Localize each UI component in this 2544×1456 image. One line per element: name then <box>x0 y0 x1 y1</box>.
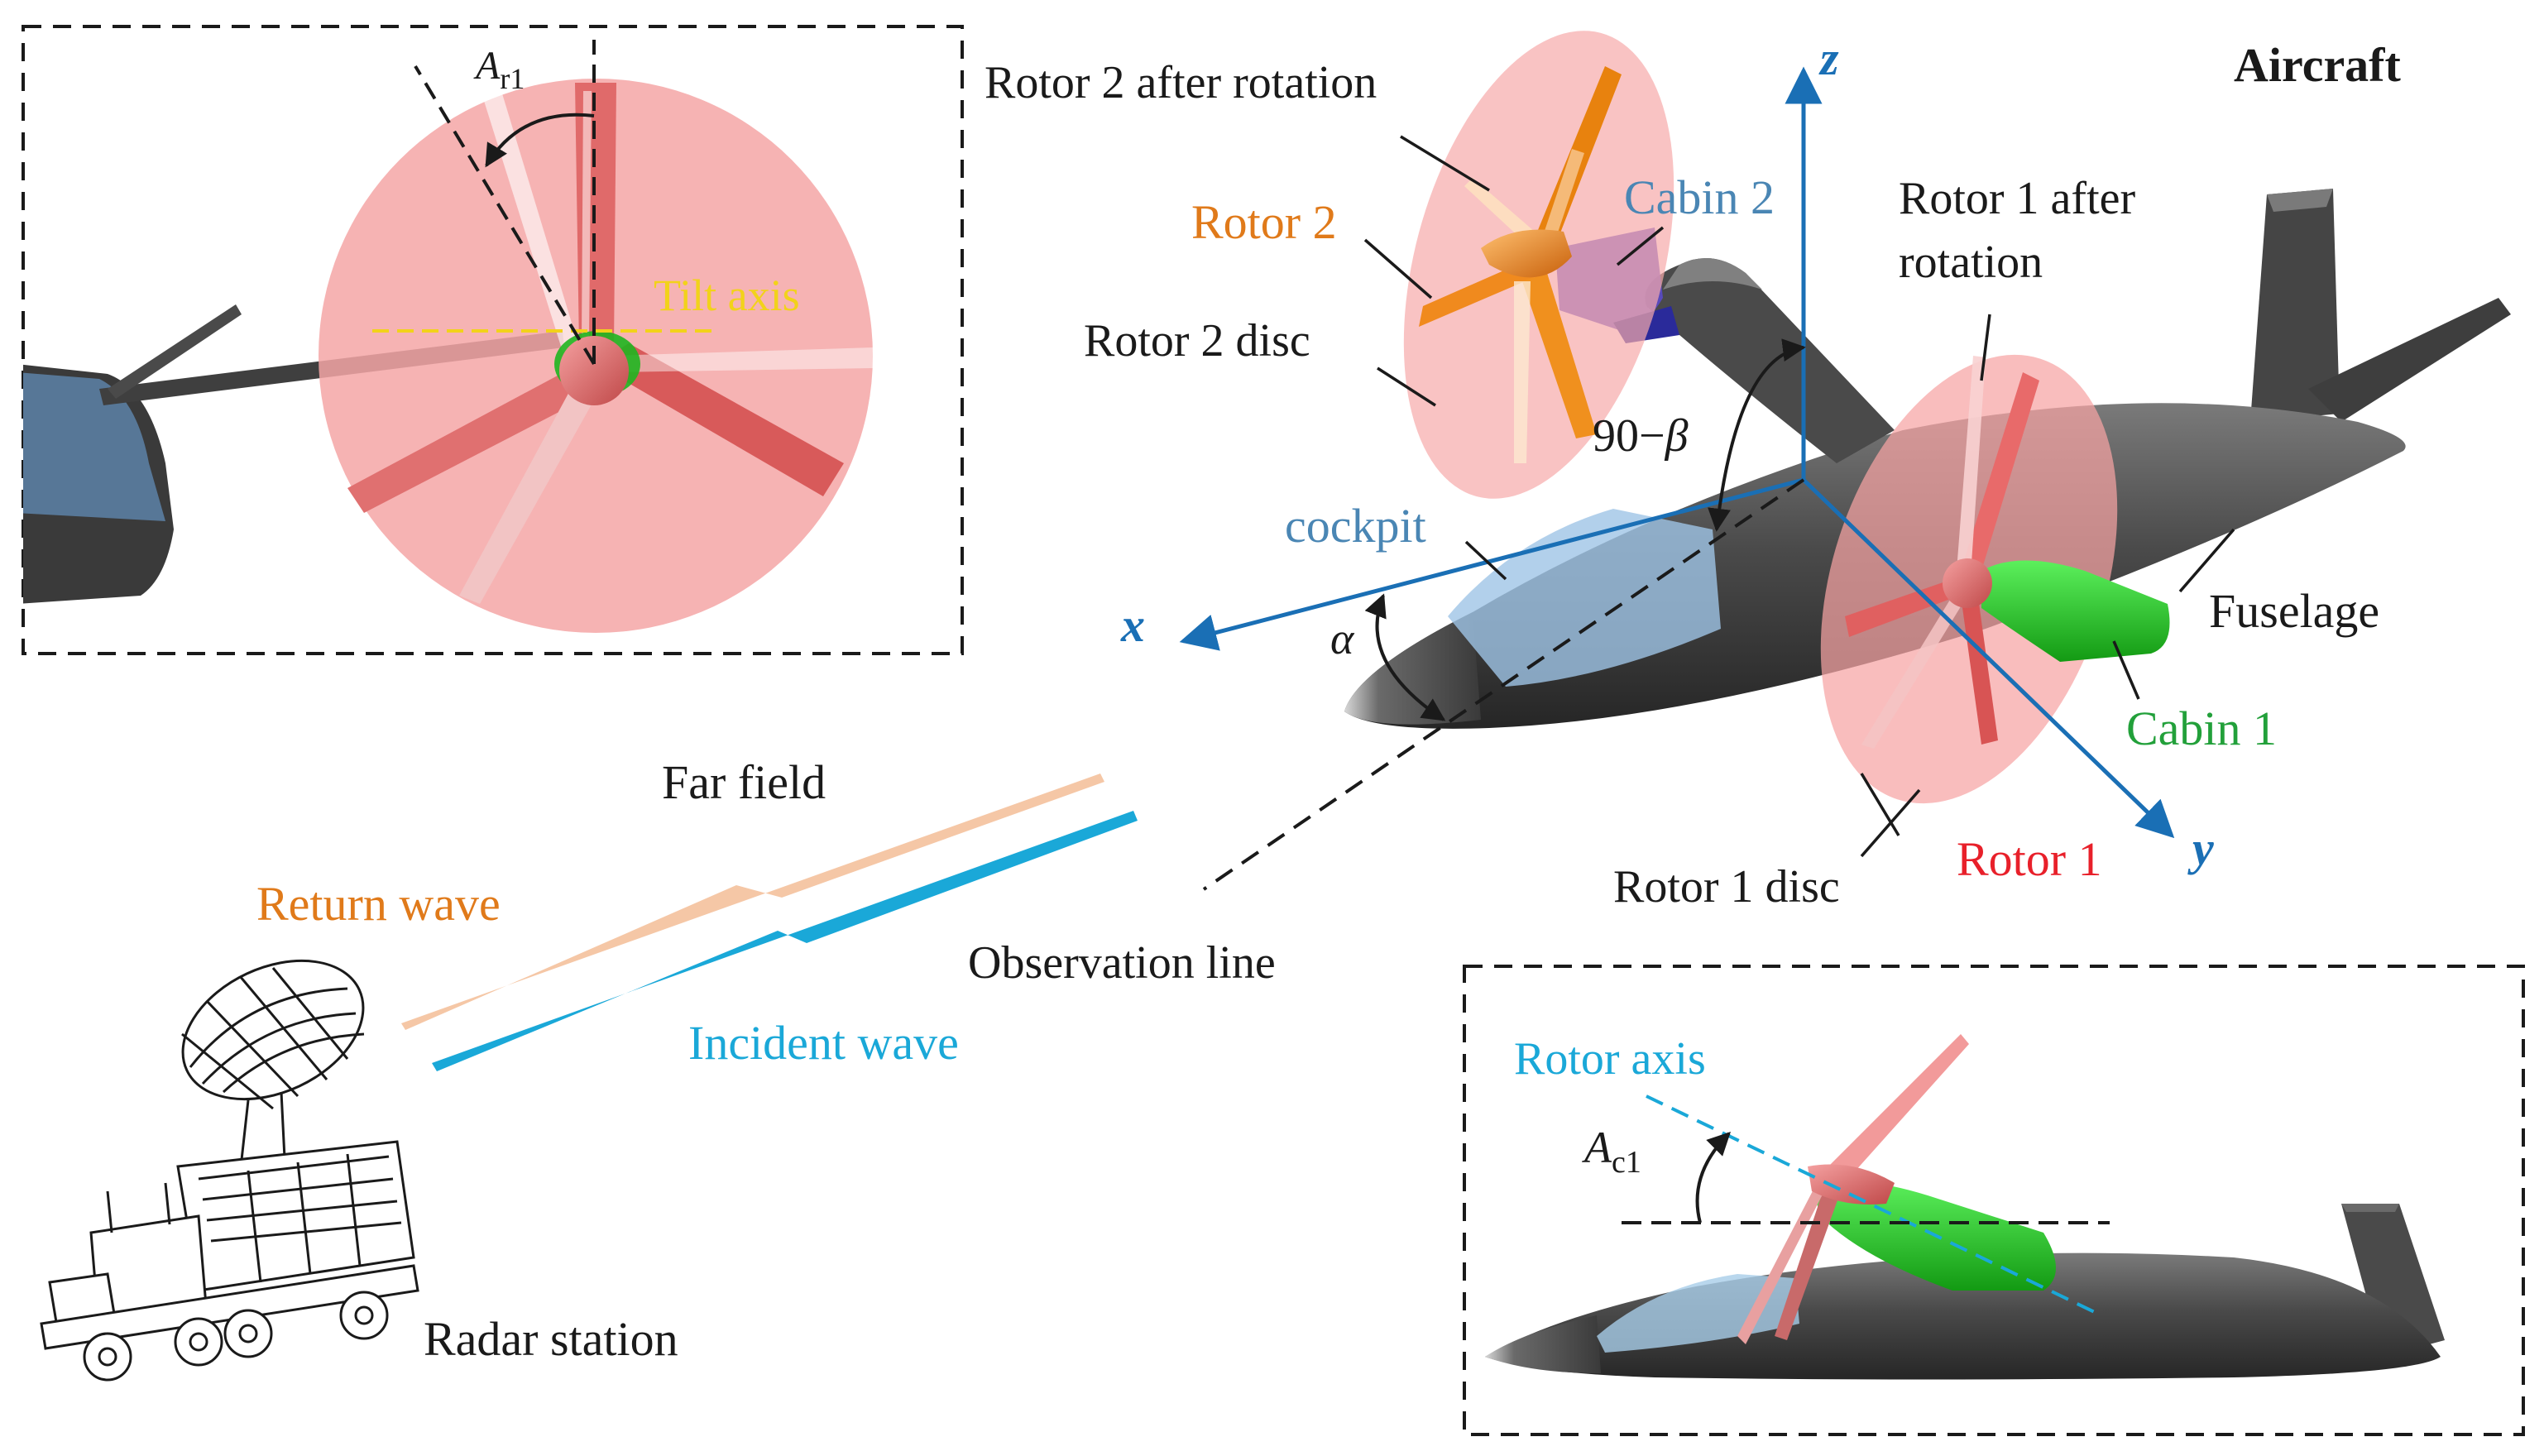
angle-alpha-arc <box>1364 593 1446 721</box>
side-blade-up <box>1820 1034 1969 1187</box>
rotor2-blade-down <box>1522 273 1597 438</box>
rotor-axis-label: Rotor axis <box>1514 1033 1706 1085</box>
rotor1-blade-ghost-down <box>1861 596 1965 749</box>
cabin2-label: Cabin 2 <box>1624 170 1775 224</box>
rotor-side-view-inset: Ac1 Rotor axis <box>1463 965 2525 1436</box>
rotor2-blade-ghost1 <box>1464 178 1535 240</box>
rotor1-blade-up <box>1961 372 2039 579</box>
inset-blade-ghost-right <box>612 347 873 372</box>
fuselage-label: Fuselage <box>2209 584 2379 638</box>
cabin-1 <box>1981 560 2170 662</box>
rotor1-disc-label: Rotor 1 disc <box>1613 861 1840 912</box>
observation-line <box>1202 478 1805 891</box>
alpha-label: α <box>1330 614 1355 663</box>
rotor2-hub <box>1481 229 1572 278</box>
rotor1-label: Rotor 1 <box>1957 832 2102 886</box>
rotor1-blade-down <box>1961 592 1998 745</box>
cabin1-label: Cabin 1 <box>2126 702 2277 755</box>
rotor1-blade-left <box>1845 579 1959 637</box>
radar-station-icon <box>40 959 419 1382</box>
inset-angle-arc <box>485 113 595 168</box>
incident-wave-label: Incident wave <box>688 1016 959 1070</box>
cone-angle-arc <box>1695 1132 1731 1224</box>
main-aircraft <box>1179 31 2511 891</box>
rotor2-blade-left <box>1419 261 1535 327</box>
tail-plane <box>2308 298 2511 422</box>
rotor1-after-rotation-label-line2: rotation <box>1899 237 2043 288</box>
side-blade-down <box>1775 1187 1841 1340</box>
return-wave-label: Return wave <box>256 877 501 931</box>
observation-line-label: Observation line <box>968 937 1276 989</box>
incident-wave <box>432 811 1138 1071</box>
side-tail-fin <box>2341 1204 2445 1357</box>
angle-90-beta-arc <box>1708 338 1806 532</box>
axis-y-label: y <box>2187 821 2214 875</box>
angle-90-beta-label: 90−β <box>1593 410 1689 462</box>
labels: Aircraft Rotor 2 after rotation Rotor 2 … <box>256 31 2401 1366</box>
tilt-axis-label: Tilt axis <box>654 271 800 320</box>
inset-blade-down <box>459 389 596 604</box>
side-spinner <box>1808 1164 1895 1205</box>
cockpit-label: cockpit <box>1285 499 1426 553</box>
rotor-top-view-inset: Ar1 Tilt axis <box>22 25 964 655</box>
cockpit-canopy <box>1448 509 1721 687</box>
axis-x-label: x <box>1120 598 1145 652</box>
rotor2-blade-ghost2 <box>1539 149 1584 252</box>
radar-waves <box>401 774 1138 1071</box>
tail-fin <box>2250 189 2340 422</box>
side-blade-left <box>1737 1185 1824 1344</box>
radar-station-label: Radar station <box>424 1312 678 1366</box>
inset-hub <box>559 336 629 405</box>
axis-z-label: z <box>1818 31 1839 85</box>
y-axis <box>1802 478 2175 839</box>
return-wave <box>401 774 1104 1030</box>
cone-angle-label: Ac1 <box>1582 1123 1641 1180</box>
title-aircraft: Aircraft <box>2234 38 2401 92</box>
inset-blade-left <box>347 364 596 513</box>
rotor2-after-rotation-label: Rotor 2 after rotation <box>985 57 1377 108</box>
rotor2-disc-label: Rotor 2 disc <box>1084 315 1310 366</box>
rotor1-after-rotation-label-line1: Rotor 1 after <box>1899 173 2135 224</box>
rotor1-hub <box>1943 558 1992 608</box>
rotor2-label: Rotor 2 <box>1191 195 1337 249</box>
x-axis <box>1179 477 1804 651</box>
rotor2-blade-ghost3 <box>1514 281 1531 463</box>
inset-blade-right <box>596 343 844 496</box>
rotor1-blade-ghost-up <box>1957 356 1986 575</box>
inset-angle-label: Ar1 <box>473 44 525 95</box>
far-field-label: Far field <box>662 755 826 809</box>
